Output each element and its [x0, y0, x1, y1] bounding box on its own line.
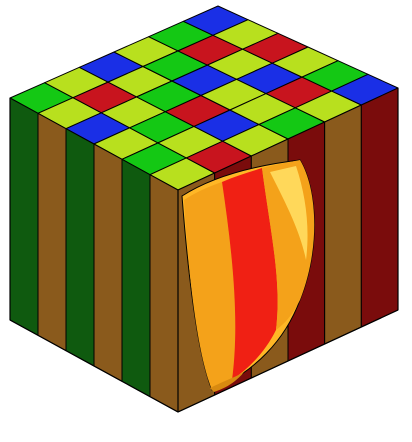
right-face-stripe — [325, 105, 362, 344]
left-face-stripe — [150, 175, 178, 412]
right-face-stripe — [361, 88, 398, 327]
left-face-stripe — [66, 129, 94, 366]
left-face-stripe — [10, 98, 38, 335]
left-face-stripe — [38, 113, 66, 350]
left-face-stripe — [122, 159, 150, 396]
left-face-stripe — [94, 144, 122, 381]
